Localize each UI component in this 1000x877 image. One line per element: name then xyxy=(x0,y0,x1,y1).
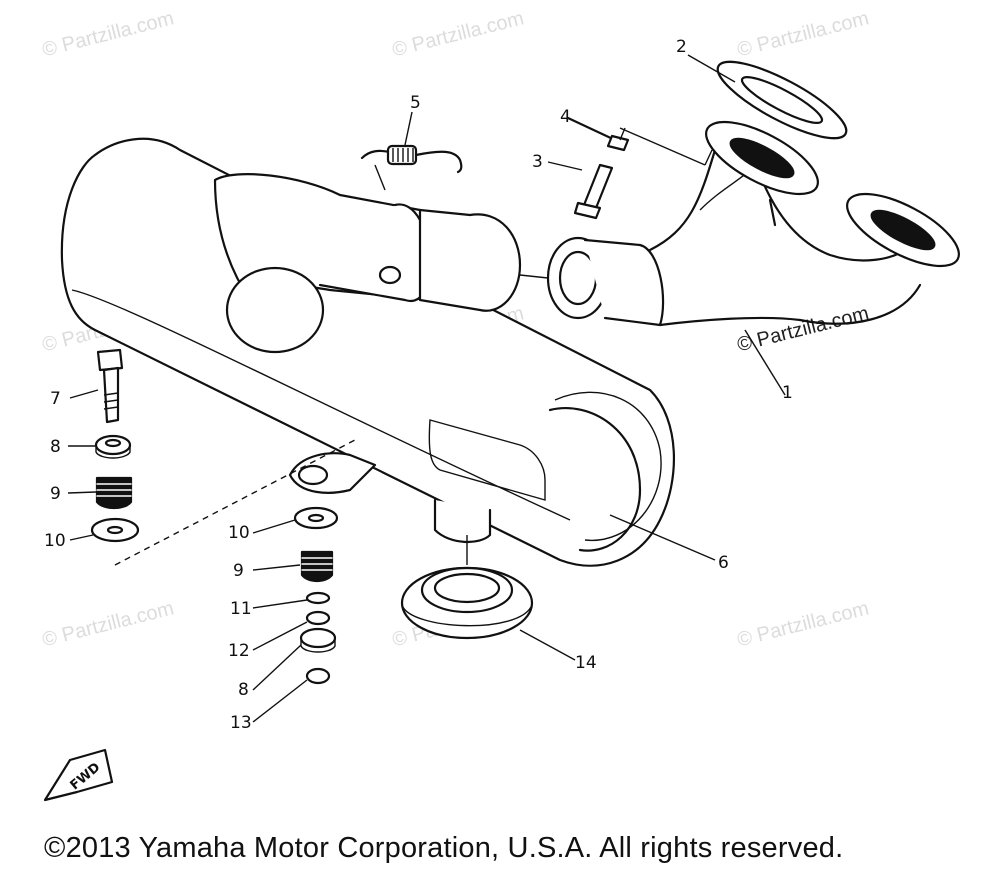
lock-washer[interactable] xyxy=(305,610,331,626)
flange-bolt[interactable] xyxy=(573,163,614,220)
nut[interactable] xyxy=(305,667,331,685)
exhaust-pipe[interactable] xyxy=(546,108,969,327)
callout-13: 13 xyxy=(230,713,252,733)
callout-14: 14 xyxy=(575,653,597,673)
callout-10: 10 xyxy=(44,531,66,551)
muffler[interactable] xyxy=(60,137,676,567)
spring[interactable] xyxy=(360,144,463,285)
gasket[interactable] xyxy=(709,49,855,152)
grommet[interactable] xyxy=(400,566,534,640)
callout-12: 12 xyxy=(228,641,250,661)
callout-7: 7 xyxy=(50,389,61,409)
mount-damper-2[interactable] xyxy=(300,550,334,583)
callout-9: 9 xyxy=(50,484,61,504)
callout-8b: 8 xyxy=(238,680,249,700)
mount-washer-2[interactable] xyxy=(293,506,339,530)
callout-8: 8 xyxy=(50,437,61,457)
callout-6: 6 xyxy=(718,553,729,573)
stud-pin[interactable] xyxy=(566,116,630,152)
small-washer[interactable] xyxy=(305,591,331,605)
mount-bolt[interactable] xyxy=(96,348,124,424)
callout-1: 1 xyxy=(782,383,793,403)
callouts: 1 2 3 4 5 6 7 8 9 10 10 9 11 12 8 13 14 xyxy=(44,37,793,733)
mount-washer[interactable] xyxy=(90,517,140,543)
mount-damper[interactable] xyxy=(95,476,133,510)
mount-collar-2[interactable] xyxy=(299,627,337,653)
callout-3: 3 xyxy=(532,152,543,172)
leader-lines xyxy=(67,54,786,723)
callout-2: 2 xyxy=(676,37,687,57)
mount-collar[interactable] xyxy=(94,434,132,459)
copyright-notice: ©2013 Yamaha Motor Corporation, U.S.A. A… xyxy=(44,832,844,864)
callout-10b: 10 xyxy=(228,523,250,543)
callout-9b: 9 xyxy=(233,561,244,581)
callout-5: 5 xyxy=(410,93,421,113)
callout-11: 11 xyxy=(230,599,252,619)
callout-4: 4 xyxy=(560,107,571,127)
forward-arrow-icon: FWD xyxy=(43,748,114,802)
